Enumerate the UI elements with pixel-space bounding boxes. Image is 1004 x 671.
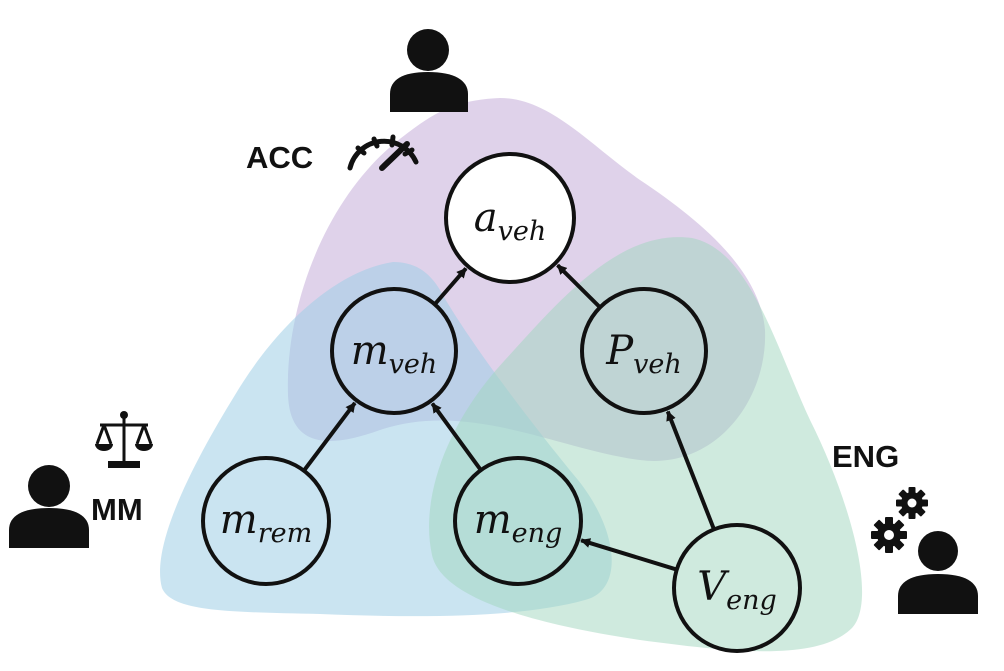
node-m-veh-label: mveh [351,328,438,380]
node-v-eng-label: Veng [697,564,777,616]
gear-icon [896,487,928,519]
edge-m-eng-to-m-veh [430,402,482,471]
gear-icon [871,517,907,553]
person-icon [898,531,978,614]
person-icon [390,29,468,112]
node-p-veh: Pveh [580,287,708,415]
edge-m-veh-to-a-veh [433,267,468,305]
node-m-veh: mveh [330,287,458,415]
node-m-eng: meng [453,456,583,586]
eng-label: ENG [832,439,899,474]
edge-m-rem-to-m-veh [302,401,357,472]
acc-team: ACC [246,29,468,175]
node-a-veh-label: aveh [474,195,546,247]
nodes: aveh mveh Pveh mrem meng Veng [201,152,802,653]
node-a-veh: aveh [444,152,576,284]
node-m-rem-label: mrem [220,497,312,549]
acc-label: ACC [246,140,313,175]
person-icon [9,465,89,548]
team-regions [160,98,863,652]
mm-team: MM [9,411,153,548]
eng-team: ENG [832,439,978,614]
eng-region [429,237,863,652]
node-p-veh-label: Pveh [605,328,682,380]
edges [302,263,716,572]
edge-p-veh-to-a-veh [556,263,601,309]
speedometer-icon [347,134,419,171]
edge-v-eng-to-m-eng [580,538,677,572]
mm-label: MM [91,492,143,527]
node-m-eng-label: meng [474,497,563,549]
edge-v-eng-to-p-veh [665,410,716,530]
gears-icon [871,487,928,553]
node-v-eng: Veng [672,523,802,653]
scale-balance-icon [95,411,153,468]
node-m-rem: mrem [201,456,331,586]
